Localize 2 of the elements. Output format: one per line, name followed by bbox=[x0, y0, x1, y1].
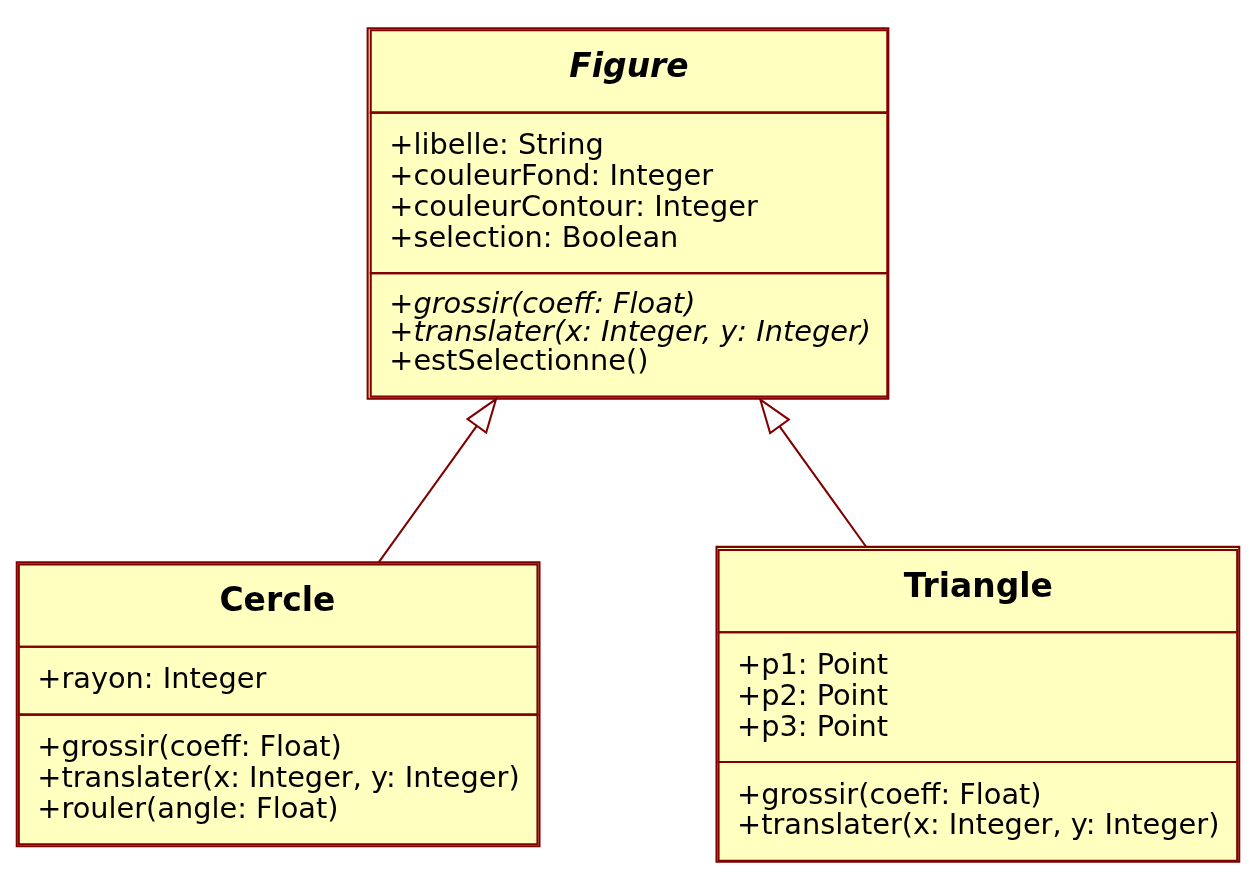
arrow bbox=[758, 396, 867, 547]
arrow bbox=[378, 396, 498, 563]
